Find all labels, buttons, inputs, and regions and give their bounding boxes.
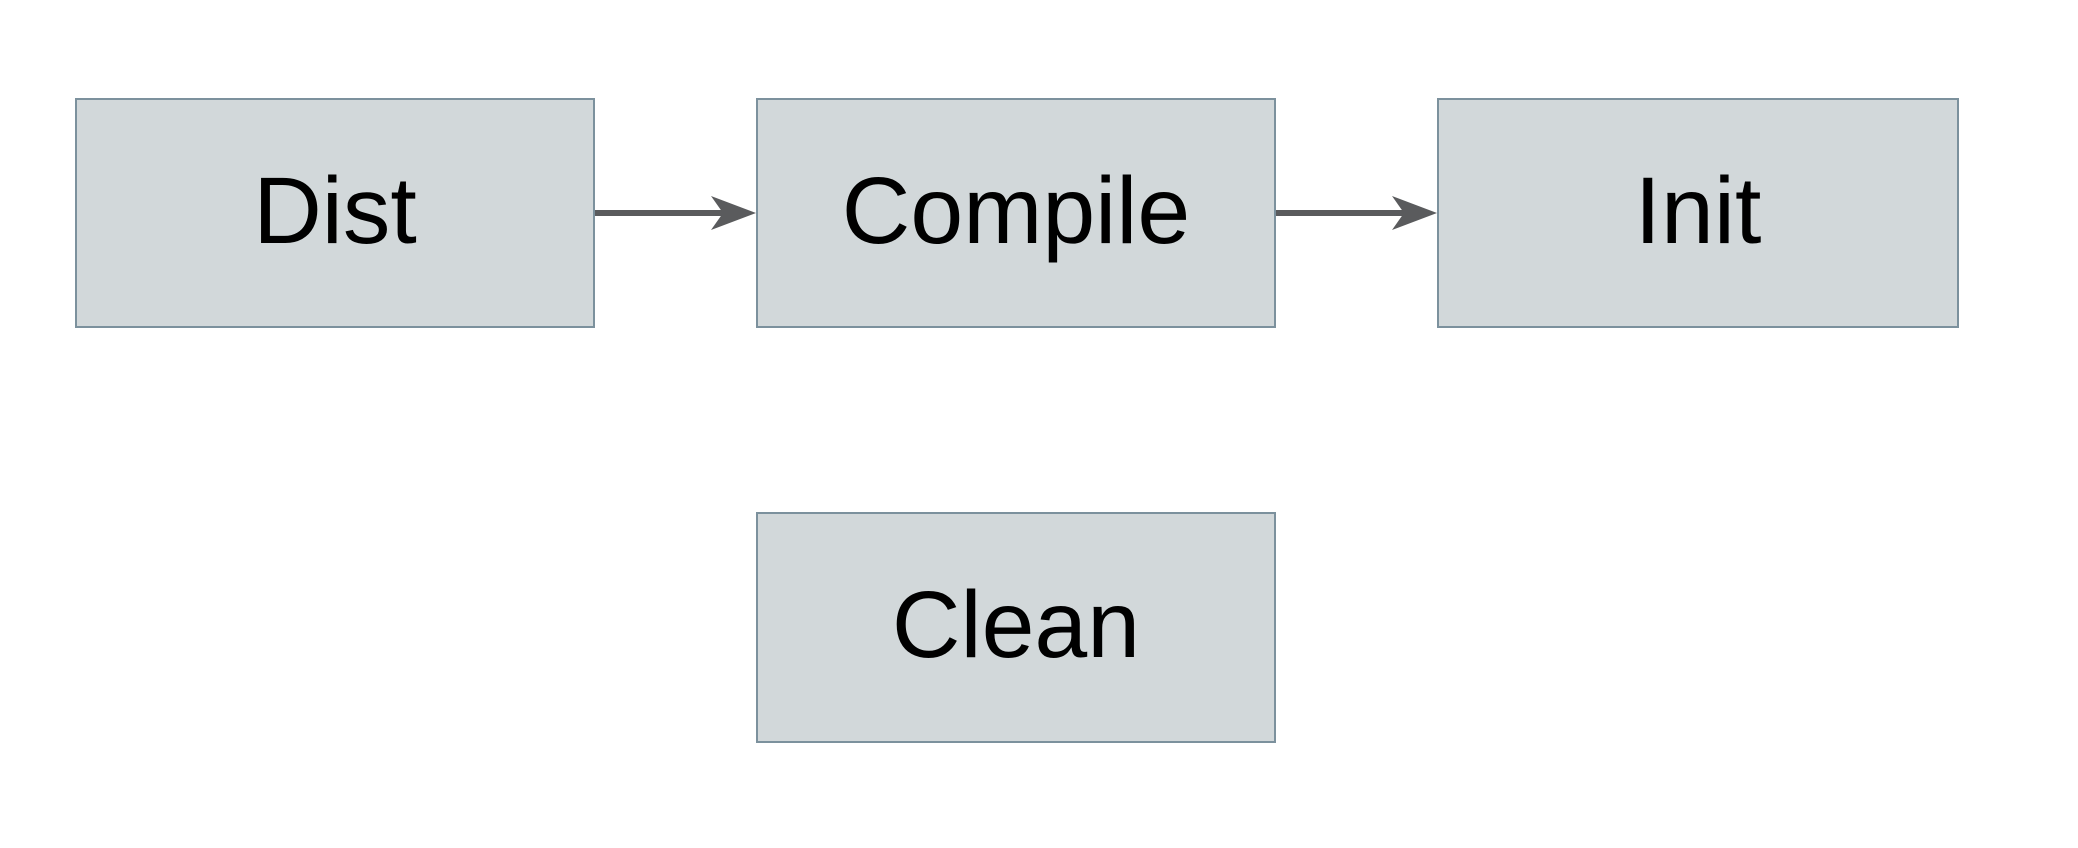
arrowhead-icon bbox=[1392, 196, 1437, 230]
arrow-compile-to-init bbox=[1276, 196, 1437, 230]
node-clean: Clean bbox=[756, 512, 1276, 743]
node-dist: Dist bbox=[75, 98, 595, 328]
node-init: Init bbox=[1437, 98, 1959, 328]
node-init-label: Init bbox=[1634, 157, 1762, 264]
arrow-dist-to-compile bbox=[595, 196, 756, 230]
node-compile: Compile bbox=[756, 98, 1276, 328]
node-dist-label: Dist bbox=[253, 157, 417, 264]
arrowhead-icon bbox=[711, 196, 756, 230]
node-clean-label: Clean bbox=[891, 572, 1141, 678]
node-compile-label: Compile bbox=[841, 157, 1191, 264]
